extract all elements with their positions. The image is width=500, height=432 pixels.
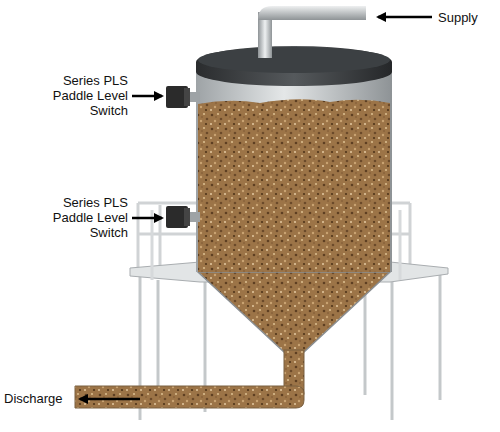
- callout-label: Discharge: [4, 391, 76, 406]
- paddle-level-switch: [166, 206, 200, 228]
- silo-roof-top: [198, 47, 390, 73]
- discharge-pipe: [75, 386, 304, 408]
- paddle-level-switch: [166, 86, 200, 108]
- silo-roof: [196, 46, 392, 86]
- callout-label: Supply: [438, 10, 498, 25]
- hopper-cone: [198, 272, 390, 352]
- callout-label: Series PLS Paddle Level Switch: [44, 195, 128, 240]
- leader-arrow: [80, 17, 432, 399]
- supply-pipe: [258, 6, 366, 20]
- callout-label: Series PLS Paddle Level Switch: [44, 73, 128, 118]
- bulk-material: [198, 99, 390, 272]
- silo-wall: [196, 64, 392, 272]
